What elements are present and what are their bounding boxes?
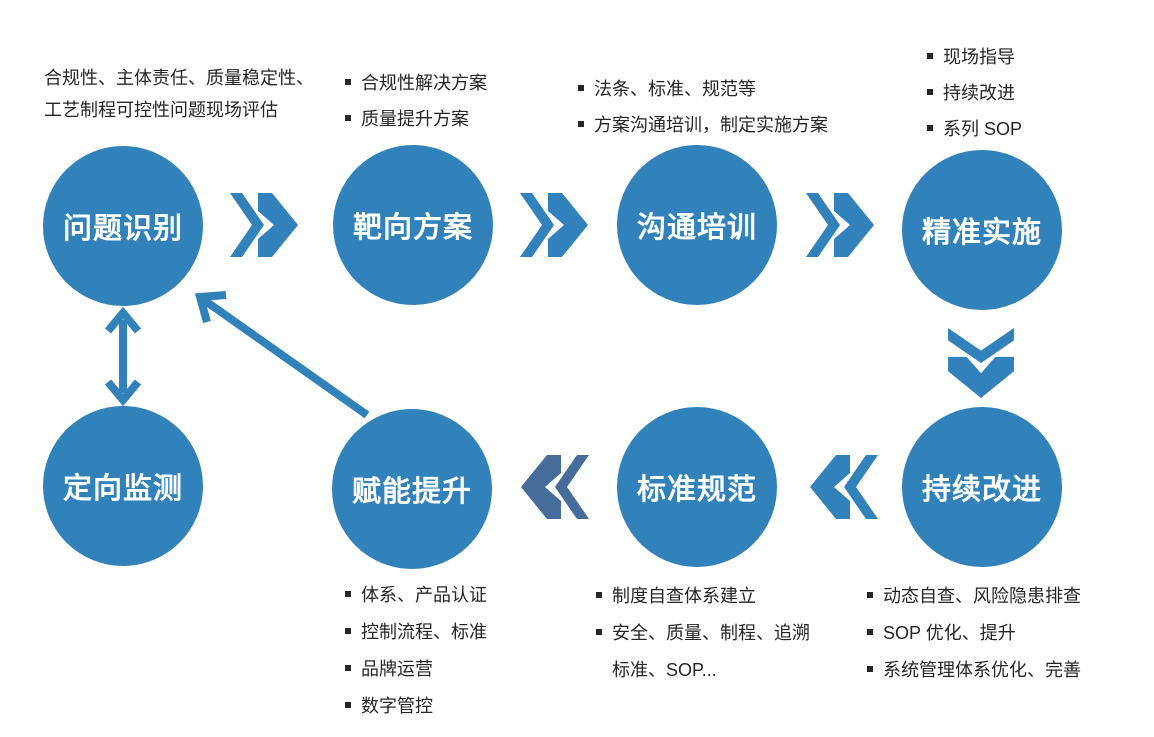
chevron-right-icon: [520, 193, 588, 257]
step-empowerment-upgrade: 赋能提升: [332, 409, 492, 569]
bullet-square-icon: [578, 85, 584, 92]
bullet-square-icon: [345, 628, 351, 635]
bullet-square-icon: [867, 629, 873, 636]
note-line: 制度自查体系建立: [596, 586, 810, 606]
bullet-square-icon: [596, 629, 602, 636]
note-line: 工艺制程可控性问题现场评估: [44, 100, 278, 120]
note-item-text: SOP 优化、提升: [883, 623, 1016, 643]
bullet-square-icon: [596, 592, 602, 599]
note-line: 体系、产品认证: [345, 585, 487, 605]
step-precise-implementation: 精准实施: [902, 150, 1062, 310]
bullet-square-icon: [927, 53, 933, 60]
note-item-text: 标准、SOP...: [612, 660, 717, 680]
targeted-plan-note: 合规性解决方案 质量提升方案: [345, 73, 487, 129]
step-continuous-improvement: 持续改进: [902, 407, 1062, 567]
bullet-square-icon: [927, 89, 933, 96]
note-line: SOP 优化、提升: [867, 623, 1081, 643]
bullet-square-icon: [578, 121, 584, 128]
step-label: 标准规范: [636, 474, 757, 506]
chevron-left-muted-icon: [521, 455, 589, 519]
chevron-down-icon: [948, 328, 1014, 398]
note-item-text: 持续改进: [943, 83, 1015, 103]
bullet-square-icon: [345, 115, 351, 122]
note-line: 法条、标准、规范等: [578, 79, 828, 99]
step-label: 持续改进: [921, 474, 1042, 506]
continuous-improvement-note: 动态自查、风险隐患排查 SOP 优化、提升 系统管理体系优化、完善: [867, 586, 1081, 697]
bullet-square-icon: [927, 125, 933, 132]
step-label: 赋能提升: [351, 476, 472, 508]
double-arrow-problem-monitoring: [104, 306, 142, 407]
note-line: 现场指导: [927, 47, 1022, 67]
bullet-square-icon: [867, 666, 873, 673]
step-directional-monitoring: 定向监测: [43, 406, 203, 566]
bullet-square-icon: [345, 79, 351, 86]
note-item-text: 控制流程、标准: [361, 622, 487, 642]
chevron-left-icon: [810, 455, 878, 519]
note-item-text: 系统管理体系优化、完善: [883, 660, 1081, 680]
note-item-text: 质量提升方案: [361, 109, 469, 129]
step-label: 靶向方案: [352, 212, 473, 244]
step-targeted-plan: 靶向方案: [333, 145, 493, 305]
note-line: 数字管控: [345, 696, 487, 716]
note-item-text: 品牌运营: [361, 659, 433, 679]
note-item-text: 动态自查、风险隐患排查: [883, 586, 1081, 606]
note-line: 持续改进: [927, 83, 1022, 103]
step-label: 沟通培训: [636, 212, 757, 244]
step-label: 问题识别: [62, 213, 183, 245]
note-line: 安全、质量、制程、追溯: [596, 623, 810, 643]
bullet-square-icon: [345, 665, 351, 672]
note-line: 系列 SOP: [927, 119, 1022, 139]
bullet-square-icon: [345, 702, 351, 709]
step-problem-identification: 问题识别: [43, 146, 203, 306]
note-line: 品牌运营: [345, 659, 487, 679]
note-item-text: 现场指导: [943, 47, 1015, 67]
step-communication-training: 沟通培训: [617, 145, 777, 305]
feedback-arrow-empowerment-to-problem: [194, 291, 370, 419]
problem-identification-note: 合规性、主体责任、质量稳定性、 工艺制程可控性问题现场评估: [44, 62, 314, 126]
note-line: 合规性解决方案: [345, 73, 487, 93]
empowerment-upgrade-note: 体系、产品认证 控制流程、标准 品牌运营 数字管控: [345, 585, 487, 733]
step-standards-specifications: 标准规范: [617, 407, 777, 567]
note-line: 合规性、主体责任、质量稳定性、: [44, 68, 314, 88]
bullet-square-icon: [345, 591, 351, 598]
chevron-right-icon: [230, 193, 298, 257]
note-item-text: 安全、质量、制程、追溯: [612, 623, 810, 643]
bullet-square-icon: [867, 592, 873, 599]
note-line: 系统管理体系优化、完善: [867, 660, 1081, 680]
note-line: 标准、SOP...: [596, 660, 810, 680]
note-item-text: 方案沟通培训，制定实施方案: [594, 115, 828, 135]
note-item-text: 系列 SOP: [943, 119, 1023, 139]
note-item-text: 数字管控: [361, 696, 433, 716]
note-line: 质量提升方案: [345, 109, 487, 129]
step-label: 精准实施: [921, 217, 1042, 249]
note-line: 动态自查、风险隐患排查: [867, 586, 1081, 606]
chevron-right-icon: [806, 193, 874, 257]
note-item-text: 合规性解决方案: [361, 73, 487, 93]
standards-specifications-note: 制度自查体系建立 安全、质量、制程、追溯 标准、SOP...: [596, 586, 810, 697]
note-item-text: 制度自查体系建立: [612, 586, 756, 606]
precise-implementation-note: 现场指导 持续改进 系列 SOP: [927, 47, 1022, 139]
communication-training-note: 法条、标准、规范等 方案沟通培训，制定实施方案: [578, 79, 828, 135]
note-item-text: 体系、产品认证: [361, 585, 487, 605]
note-line: 方案沟通培训，制定实施方案: [578, 115, 828, 135]
step-label: 定向监测: [62, 473, 183, 505]
note-line: 控制流程、标准: [345, 622, 487, 642]
note-item-text: 法条、标准、规范等: [594, 79, 756, 99]
